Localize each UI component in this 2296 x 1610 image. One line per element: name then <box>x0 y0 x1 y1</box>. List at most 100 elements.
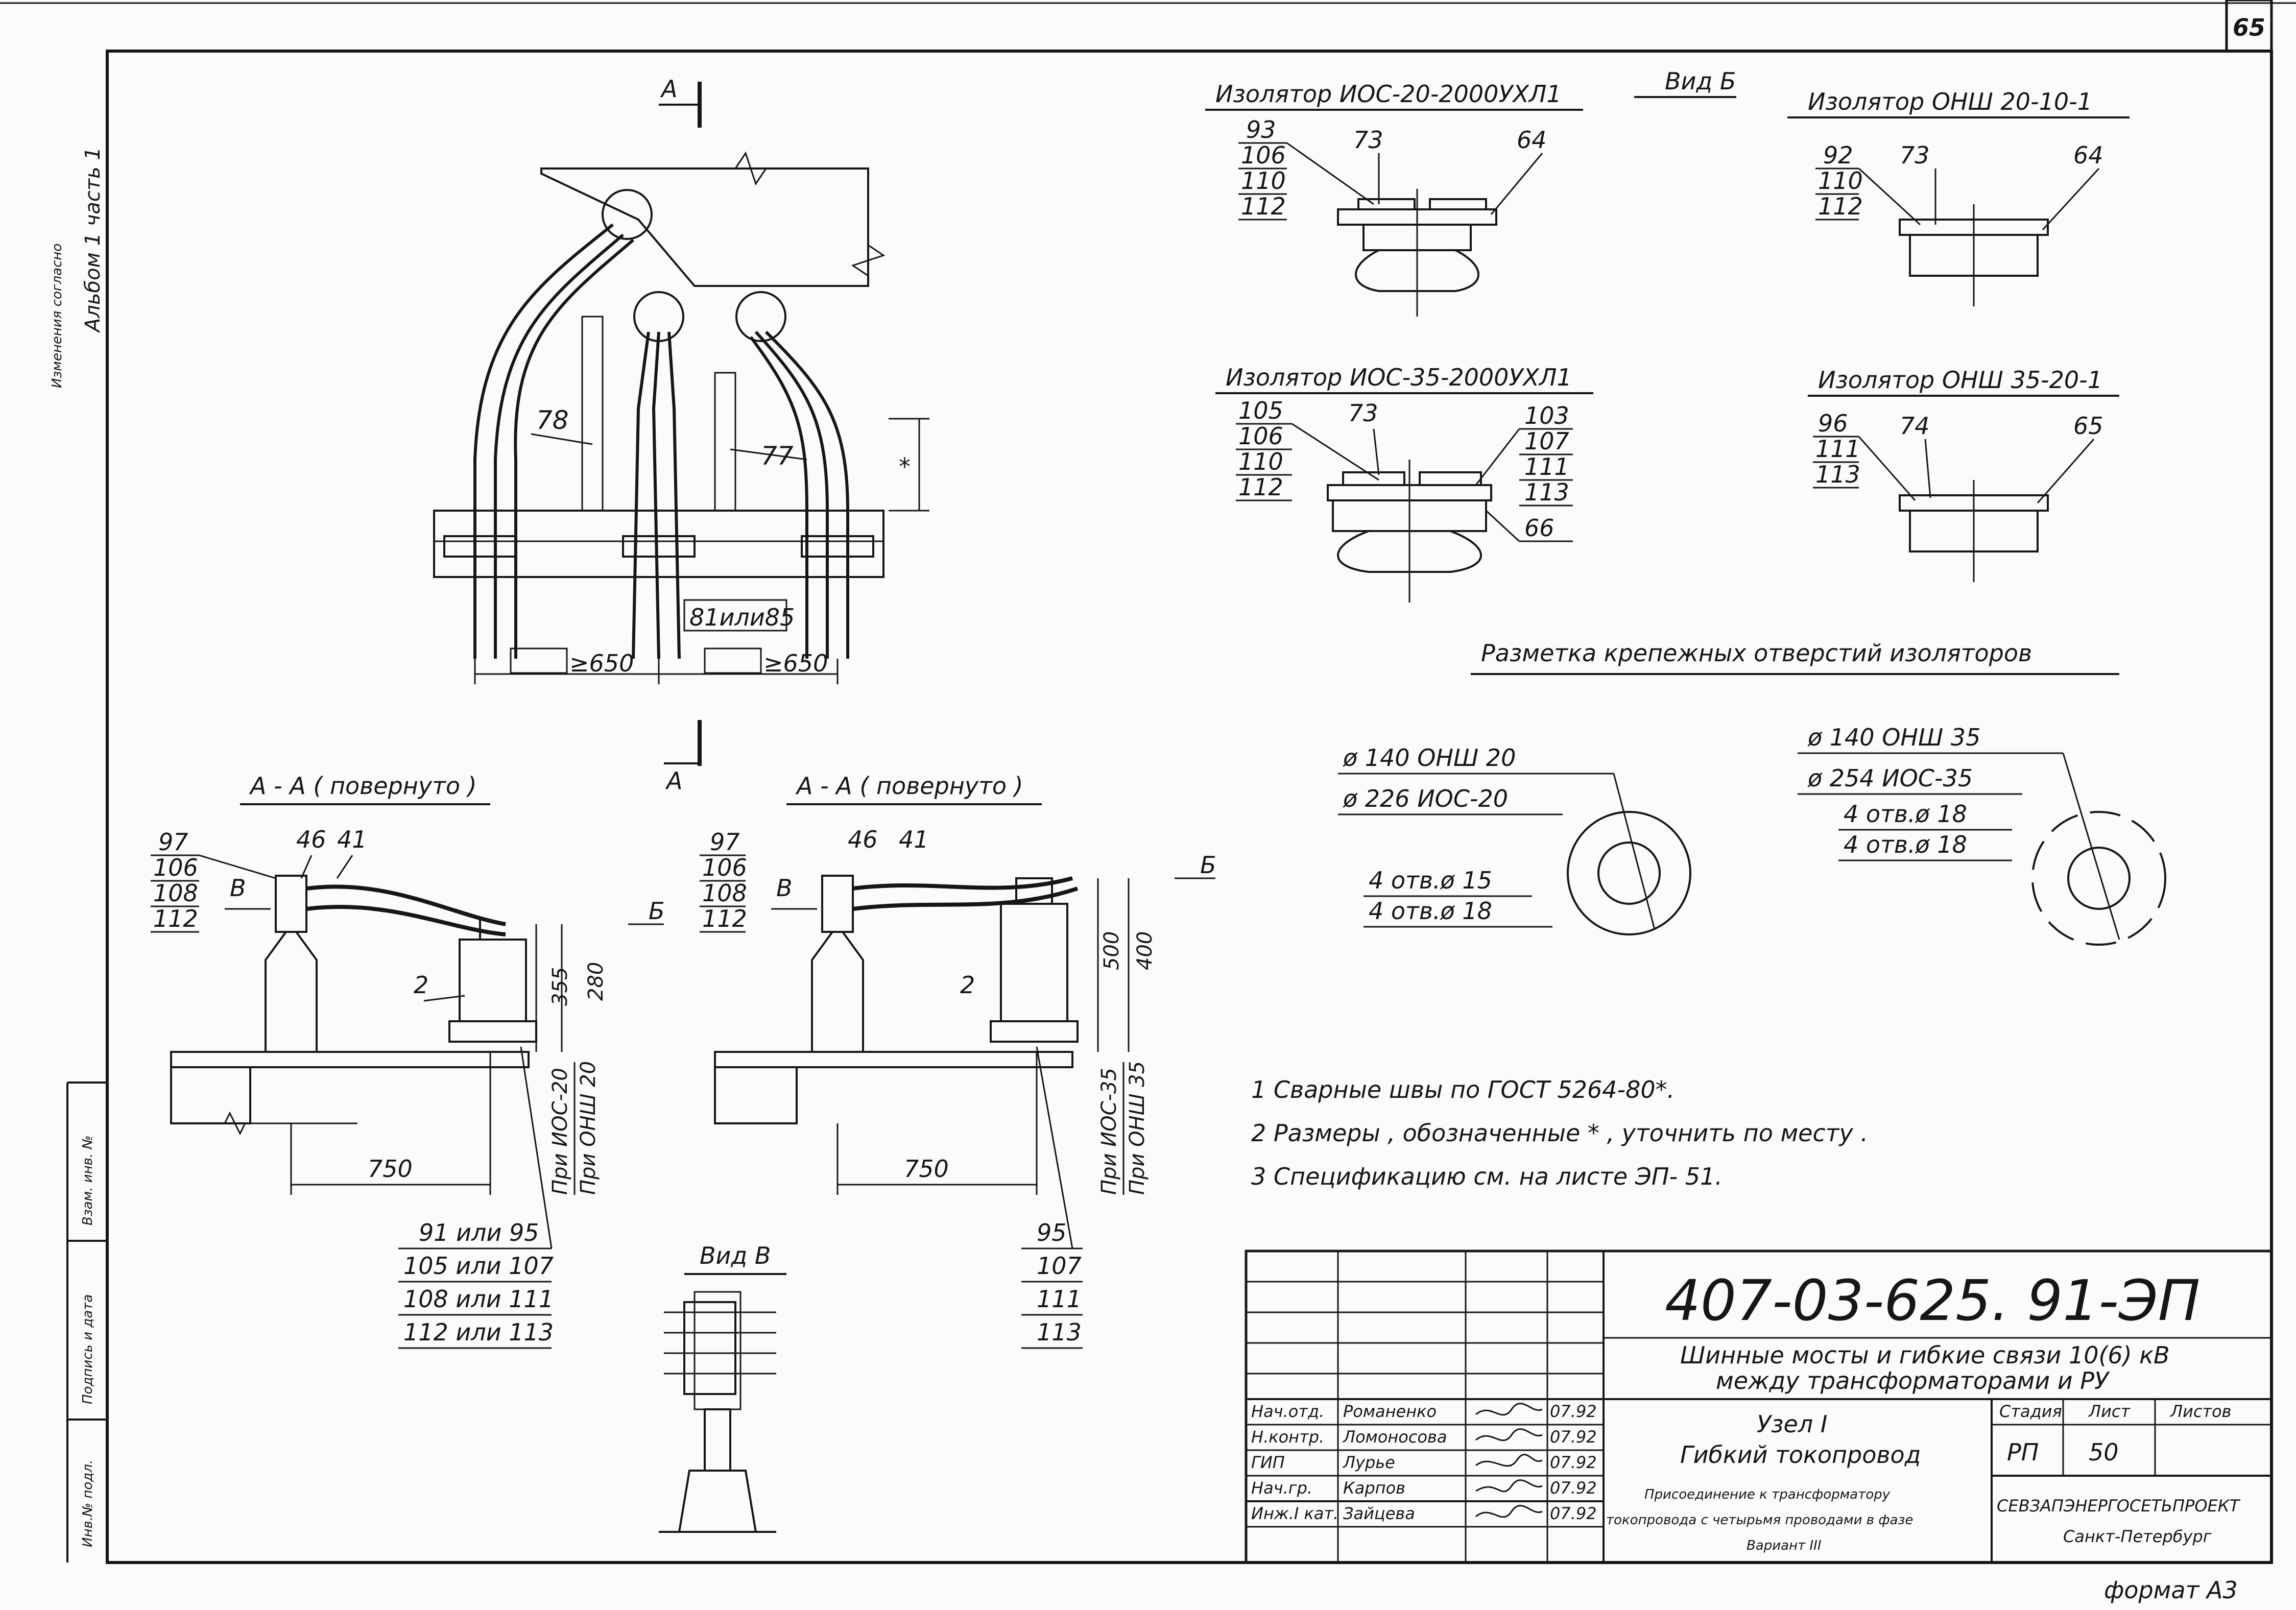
mark-right-1: ø 254 ИОС-35 <box>1807 764 1973 792</box>
tb-signature-1 <box>1475 1428 1543 1441</box>
terminal-right <box>735 291 786 342</box>
onsh20-left-1: 110 <box>1818 167 1863 195</box>
cut-a-bottom-label: А <box>665 767 682 795</box>
sl-note-1: При ИОС-20 <box>548 1068 572 1195</box>
side-album: Альбом 1 часть 1 <box>81 147 105 333</box>
mark-left-3: 4 отв.ø 18 <box>1369 897 1492 925</box>
tb-signature-2 <box>1475 1454 1543 1467</box>
ins-ios35: Изолятор ИОС-35-2000УХЛ1 105 106 110 112… <box>1215 364 1593 603</box>
section-right-title: А - А ( повернуто ) <box>795 772 1023 800</box>
sl-dim-750: 750 <box>368 1155 413 1183</box>
label-81-85: 81или85 <box>689 604 795 631</box>
marking: Разметка крепежных отверстий изоляторов … <box>1338 639 2166 946</box>
tb-node-1: Узел I <box>1757 1410 1827 1438</box>
section-left: А - А ( повернуто ) 97 106 108 112 46 41… <box>151 772 665 1349</box>
sr-note-1: При ИОС-35 <box>1097 1068 1121 1195</box>
sl-label-41: 41 <box>337 826 367 853</box>
sr-callout-3: 112 <box>702 905 747 932</box>
sl-spec-1: 105 или 107 <box>403 1252 554 1280</box>
tb-node-2: Гибкий токопровод <box>1680 1441 1921 1469</box>
label-77: 77 <box>761 441 794 471</box>
label-78: 78 <box>536 405 569 435</box>
terminal-left <box>602 189 653 240</box>
leader-78 <box>531 433 593 445</box>
sr-label-46: 46 <box>848 826 878 853</box>
cut-a-top-label: А <box>660 75 677 103</box>
mark-right-2: 4 отв.ø 18 <box>1844 800 1967 828</box>
dim-650-2: ≥650 <box>763 650 828 677</box>
cable-left <box>473 223 634 659</box>
section-left-title: А - А ( повернуто ) <box>249 772 477 800</box>
tb-h-sheets: Листов <box>2170 1402 2232 1421</box>
note-1: 1 Сварные швы по ГОСТ 5264-80*. <box>1251 1076 1675 1103</box>
ios35-left-2: 110 <box>1238 448 1283 475</box>
tb-small-2: токопровода с четырьмя проводами в фазе <box>1606 1512 1913 1528</box>
sr-arrow-v: В <box>776 874 793 902</box>
sl-callout-2: 108 <box>153 879 198 907</box>
onsh35-left-2: 113 <box>1815 461 1860 488</box>
tb-date-4: 07.92 <box>1550 1504 1597 1523</box>
tb-role-4: Инж.I кат. <box>1251 1504 1338 1523</box>
clamp-2 <box>622 535 696 558</box>
onsh20-left-0: 92 <box>1823 141 1853 169</box>
title-block: 407-03-625. 91-ЭП Шинные мосты и гибкие … <box>1245 1249 2273 1564</box>
sl-callout-3: 112 <box>153 905 198 932</box>
ios35-top: 73 <box>1348 399 1378 427</box>
tb-role-0: Нач.отд. <box>1251 1402 1324 1421</box>
sr-note-2: При ОНШ 35 <box>1126 1061 1149 1195</box>
onsh35-left-0: 96 <box>1818 410 1848 437</box>
tb-code: 407-03-625. 91-ЭП <box>1665 1268 2200 1333</box>
tb-signature-4 <box>1475 1505 1543 1518</box>
sl-spec-0: 91 или 95 <box>419 1219 539 1246</box>
sr-label-41: 41 <box>899 826 929 853</box>
view-v-title: Вид В <box>700 1242 771 1269</box>
leader-77 <box>730 448 807 461</box>
onsh35-right: 65 <box>2073 412 2103 440</box>
ios35-right-4: 66 <box>1524 514 1554 542</box>
tb-name-1: Ломоносова <box>1343 1427 1447 1447</box>
tb-desc-2: между трансформаторами и РУ <box>1716 1367 2110 1395</box>
sl-label-46: 46 <box>296 826 326 853</box>
sl-callout-1: 106 <box>153 854 198 881</box>
sr-callout-1: 106 <box>702 854 747 881</box>
cable-mid <box>632 331 681 659</box>
dim-650-box-2 <box>704 647 762 674</box>
mark-right-0: ø 140 ОНШ 35 <box>1807 724 1980 751</box>
ins-ios20: Изолятор ИОС-20-2000УХЛ1 93 106 110 112 … <box>1205 80 1583 317</box>
sl-arrow-v: В <box>230 874 246 902</box>
onsh20-top: 73 <box>1900 141 1930 169</box>
sl-spec-3: 112 или 113 <box>403 1318 554 1346</box>
sr-spec-3: 113 <box>1037 1318 1082 1346</box>
plan-wall-outline <box>540 167 869 287</box>
ins-onsh20: Изолятор ОНШ 20-10-1 92 110 112 73 64 <box>1787 88 2130 306</box>
ios35-right-0: 103 <box>1524 402 1569 429</box>
sl-label-2: 2 <box>414 971 428 999</box>
clamp-3 <box>801 535 874 558</box>
sl-spec-2: 108 или 111 <box>403 1285 554 1313</box>
sr-callout-2: 108 <box>702 879 747 907</box>
ios20-left-3: 112 <box>1241 193 1286 220</box>
tb-name-3: Карпов <box>1343 1478 1405 1498</box>
ios35-left-1: 106 <box>1238 422 1283 450</box>
plan-view: 78 77 81или85 * ≥650 ≥650 А А <box>433 75 929 795</box>
ios35-right-3: 113 <box>1524 478 1569 506</box>
ios35-title: Изолятор ИОС-35-2000УХЛ1 <box>1226 364 1572 391</box>
section-right: А - А ( повернуто ) 97 106 108 112 46 41… <box>700 772 1216 1349</box>
tb-desc-1: Шинные мосты и гибкие связи 10(6) кВ <box>1680 1341 2170 1369</box>
tb-date-3: 07.92 <box>1550 1478 1597 1498</box>
sl-callout-0: 97 <box>158 828 188 856</box>
tb-name-2: Лурье <box>1343 1453 1395 1472</box>
tb-org-1: СЕВЗАПЭНЕРГОСЕТЬПРОЕКТ <box>1997 1496 2240 1516</box>
mark-left-1: ø 226 ИОС-20 <box>1343 785 1508 812</box>
mark-left-2: 4 отв.ø 15 <box>1369 867 1492 894</box>
sr-callout-0: 97 <box>710 828 740 856</box>
ios35-left-3: 112 <box>1238 473 1283 501</box>
ios35-right-1: 107 <box>1524 427 1569 455</box>
tb-h-sheet: Лист <box>2088 1402 2131 1421</box>
view-v: Вид В <box>659 1242 786 1533</box>
tb-signature-0 <box>1475 1403 1543 1416</box>
ins-onsh35: Изолятор ОНШ 35-20-1 96 111 113 74 65 <box>1808 366 2119 582</box>
tb-date-1: 07.92 <box>1550 1427 1597 1447</box>
tb-role-3: Нач.гр. <box>1251 1478 1312 1498</box>
plan-break-top <box>734 151 767 186</box>
